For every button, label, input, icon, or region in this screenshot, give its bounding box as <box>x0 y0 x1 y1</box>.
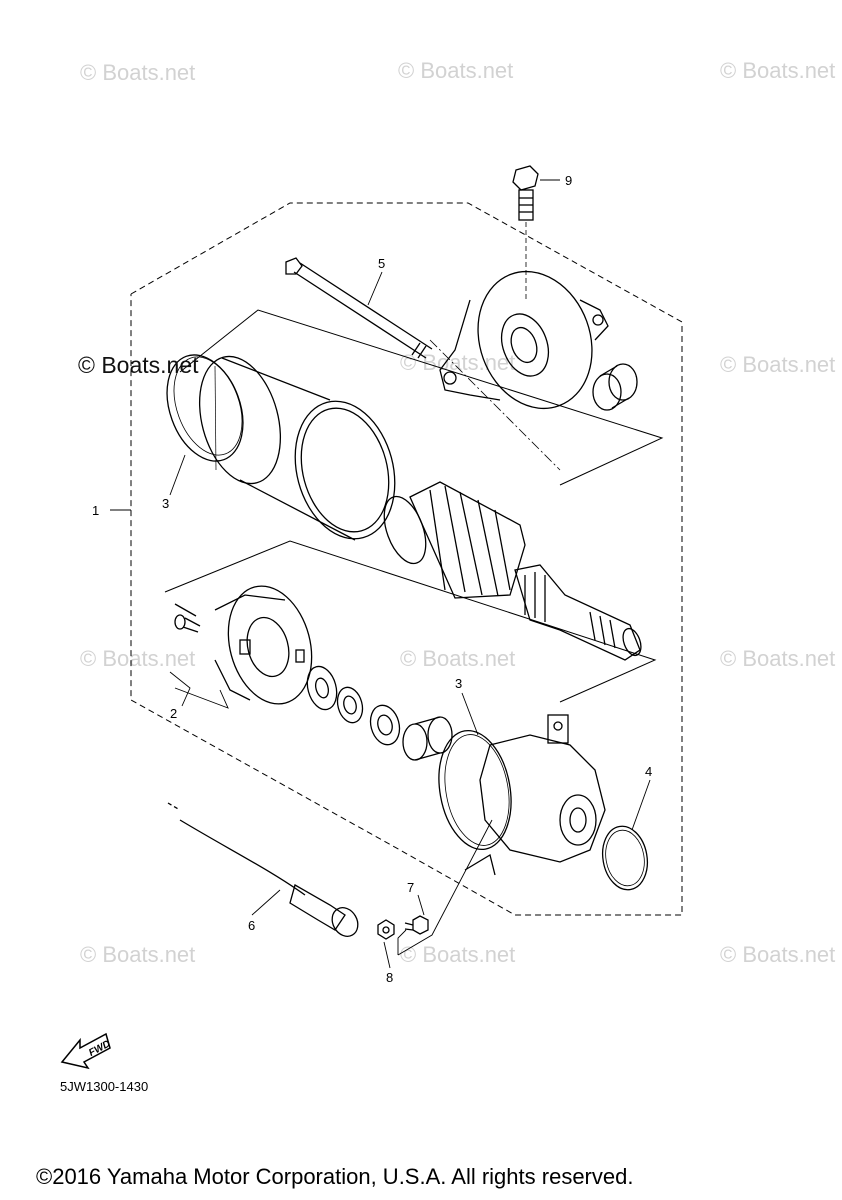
rear-cover <box>464 714 606 876</box>
callout-6: 6 <box>248 918 255 933</box>
o-ring-lower <box>438 729 512 851</box>
brush-screws <box>174 603 201 633</box>
leader-7-8 <box>397 819 493 956</box>
callout-5: 5 <box>378 256 385 271</box>
lower-section-outline <box>164 540 657 703</box>
fwd-arrow-icon <box>60 1032 111 1070</box>
diagram-code: 5JW1300-1430 <box>60 1079 149 1094</box>
bolt-part-7 <box>404 915 429 935</box>
watermark: © Boats.net <box>80 60 196 85</box>
callout-2: 2 <box>170 706 177 721</box>
watermark: © Boats.net <box>80 942 196 967</box>
axis-line <box>429 339 561 471</box>
bushing <box>592 363 638 411</box>
watermark: © Boats.net <box>720 352 836 377</box>
lead-wire <box>167 802 359 937</box>
watermark: © Boats.net <box>398 58 514 83</box>
nut-part-8 <box>377 919 395 940</box>
through-bolt-part-5 <box>285 257 433 359</box>
brush-holder <box>214 585 313 705</box>
callout-8: 8 <box>386 970 393 985</box>
callout-4: 4 <box>645 764 652 779</box>
front-cover <box>439 270 609 410</box>
bolt-part-9 <box>512 165 539 300</box>
callout-7: 7 <box>407 880 414 895</box>
watermark-prominent: © Boats.net <box>78 352 199 378</box>
copyright-notice: ©2016 Yamaha Motor Corporation, U.S.A. A… <box>36 1164 634 1189</box>
yoke <box>198 355 396 541</box>
needle-bearing <box>402 716 453 761</box>
assembly-boundary <box>130 202 683 916</box>
watermark: © Boats.net <box>720 942 836 967</box>
armature <box>383 481 642 661</box>
watermark: © Boats.net <box>400 646 516 671</box>
callout-1: 1 <box>92 503 99 518</box>
callout-3-upper: 3 <box>162 496 169 511</box>
watermark: © Boats.net <box>80 646 196 671</box>
callout-9: 9 <box>565 173 572 188</box>
watermark: © Boats.net <box>720 646 836 671</box>
callout-leaders <box>110 179 651 969</box>
upper-section-outline <box>179 309 664 486</box>
callout-3-lower: 3 <box>455 676 462 691</box>
o-ring-upper <box>166 354 244 462</box>
washers <box>306 665 401 746</box>
watermark: © Boats.net <box>400 942 516 967</box>
watermark: © Boats.net <box>720 58 836 83</box>
o-ring-part-4 <box>601 825 649 891</box>
